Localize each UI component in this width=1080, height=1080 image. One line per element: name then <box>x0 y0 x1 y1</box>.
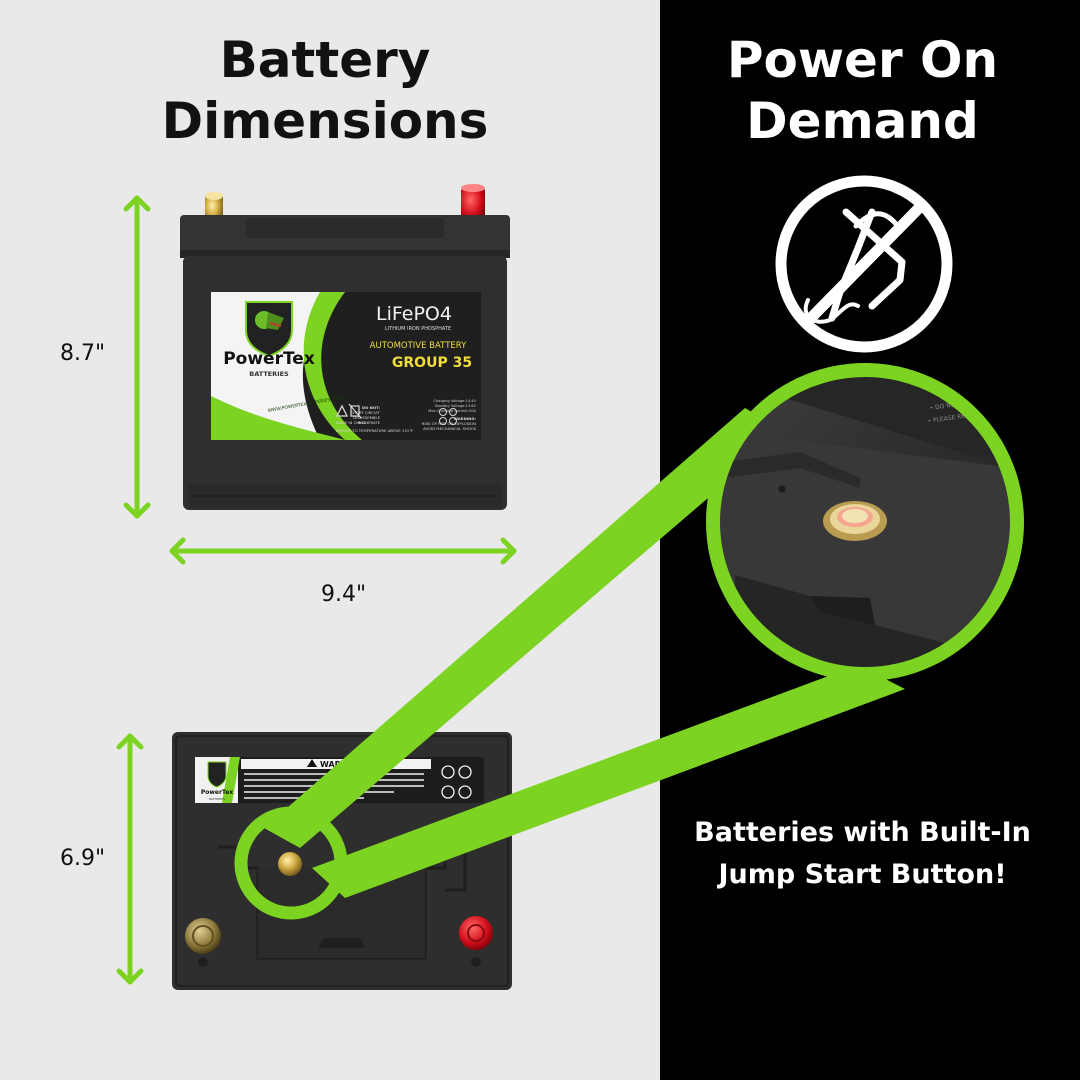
jump-start-button <box>278 852 302 876</box>
height-arrow <box>123 195 151 519</box>
safety-icons <box>439 408 457 425</box>
top-label-icons <box>441 765 472 799</box>
zoom-ring <box>706 363 1024 681</box>
jump-start-tagline: Batteries with Built-In Jump Start Butto… <box>694 817 1031 890</box>
chemistry-sub: LITHIUM IRON PHOSPHATE <box>385 326 451 332</box>
recycle-icon <box>335 404 349 417</box>
width-arrow <box>169 537 517 565</box>
do-not-title: DO NOT: <box>362 405 380 410</box>
depth-dimension-label: 6.9" <box>60 846 106 871</box>
do-not-item: INCINERATE <box>358 420 381 425</box>
positive-terminal <box>459 916 493 950</box>
warning-triangle-icon <box>307 759 317 767</box>
width-dimension-label: 9.4" <box>321 582 367 607</box>
jump-button-highlight-ring <box>234 806 348 920</box>
brand-sub: BATTERIES <box>249 370 289 378</box>
bin-crossed-icon <box>348 403 362 419</box>
depth-arrow <box>116 733 144 985</box>
battery-dimensions-title: Battery Dimensions <box>161 31 489 150</box>
chemistry-text: LiFePO4 <box>376 303 452 325</box>
do-not-item: SHORT CIRCUIT <box>351 410 381 415</box>
front-specs: Charging Voltage:14.4V Standby Voltage:1… <box>428 399 476 413</box>
warning-item: AVOID MECHANICAL SHOCK <box>423 426 476 431</box>
dinosaur-logo-icon <box>245 301 293 358</box>
group-size: GROUP 35 <box>392 355 472 371</box>
warning-title: WARNING: <box>454 416 477 421</box>
spec-line: Max Charging Current:20A <box>428 409 476 413</box>
negative-terminal <box>185 918 221 954</box>
top-label-brand: PowerTex <box>201 789 233 796</box>
do-not-item: DISASSEMBLE <box>353 415 380 420</box>
product-type: AUTOMOTIVE BATTERY <box>370 341 467 351</box>
zoom-label-text: • DO NOT <box>929 401 960 412</box>
warning-item: RISK OF FIRE OR EXPLOSION <box>422 421 476 426</box>
jump-button-zoom-inset: • DO NOT • PLEASE READ THE <box>706 363 1024 681</box>
spec-line: Charging Voltage:14.4V <box>433 399 476 403</box>
temperature-note: EXPOSE TO TEMPERATURE ABOVE 131°F <box>336 428 413 433</box>
spec-line: Standby Voltage:13.6V <box>435 404 477 408</box>
made-in: MADE IN CHINA <box>336 420 366 425</box>
top-label-brand-sub: BATTERIES <box>209 797 225 801</box>
height-dimension-label: 8.7" <box>60 341 106 366</box>
battery-front-view: PowerTex BATTERIES WWW.POWERTEXBATTERIES… <box>180 184 510 510</box>
no-jumper-cables-icon <box>775 175 953 353</box>
brand-name: PowerTex <box>223 349 315 369</box>
callout-lines <box>234 408 905 920</box>
power-on-demand-title: Power On Demand <box>726 31 999 150</box>
